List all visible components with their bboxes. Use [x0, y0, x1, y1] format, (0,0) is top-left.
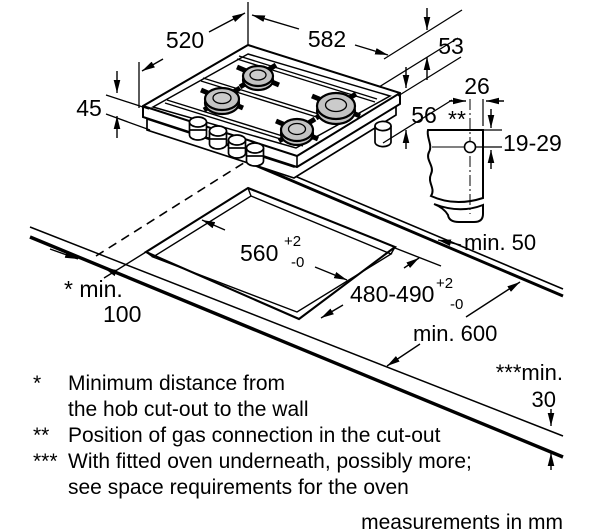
- control-knobs: [188, 116, 265, 167]
- note-marker: *: [33, 372, 41, 395]
- knob: [227, 134, 247, 159]
- burner-front: [279, 117, 315, 147]
- burner-back: [241, 64, 275, 92]
- knob: [245, 142, 265, 167]
- dimension-labels: 520 582 53 45 56 ** 26 19-29 560 +2 -0 4…: [64, 26, 563, 412]
- burner-left: [203, 86, 241, 116]
- dim-480-490-label: 480-490: [350, 281, 434, 307]
- gas-pipe-stub: [374, 120, 392, 148]
- profile-lower: [433, 203, 484, 223]
- note-line: the hob cut-out to the wall: [68, 398, 309, 421]
- note-marker: **: [33, 424, 49, 447]
- measurements-unit-label: measurements in mm: [361, 511, 563, 532]
- worktop-rear-edge-bottom: [221, 149, 564, 298]
- dim-53-label: 53: [438, 33, 464, 59]
- note-marker: ***: [33, 450, 58, 473]
- knob: [208, 125, 228, 150]
- dim-582-label: 582: [308, 26, 346, 52]
- dim-480-490-tol-plus: +2: [436, 275, 453, 292]
- note-line: Minimum distance from: [68, 372, 285, 395]
- dim-56-label: 56: [411, 102, 437, 128]
- min-depth-label: min. 600: [413, 321, 497, 346]
- burners: [203, 64, 357, 147]
- dim-19-29-label: 19-29: [503, 130, 562, 156]
- dim-45-label: 45: [76, 95, 102, 121]
- gas-connection-detail: [426, 99, 502, 223]
- gas-connection-point: [463, 140, 477, 154]
- note-line: Position of gas connection in the cut-ou…: [68, 424, 441, 447]
- gas-marker-label: **: [448, 106, 466, 132]
- hob-drawing: [142, 43, 401, 179]
- dim-560-label: 560: [240, 240, 278, 266]
- min-side-label-line2: 100: [103, 301, 141, 327]
- knob: [188, 116, 208, 141]
- dim-520-label: 520: [166, 27, 204, 53]
- dim-26-label: 26: [464, 73, 490, 99]
- cutout-front-extension-line: [29, 226, 564, 437]
- note-line: see space requirements for the oven: [68, 476, 409, 499]
- cutout-rear-extension-line: [394, 247, 442, 267]
- min-side-label-line1: * min.: [64, 276, 123, 302]
- burner-right: [315, 91, 357, 126]
- min-front-label-line1: ***min.: [496, 360, 563, 385]
- min-front-label-line2: 30: [532, 387, 556, 412]
- extension-lines: [105, 2, 463, 144]
- cutout-left-extension-line: [103, 251, 147, 279]
- dimension-arrows: [49, 8, 555, 470]
- note-line: With fitted oven underneath, possibly mo…: [68, 450, 472, 473]
- wall-dashed-line: [95, 158, 251, 257]
- dim-560-tol-minus: -0: [291, 254, 304, 271]
- profile-upper: [426, 129, 484, 203]
- dim-560-tol-plus: +2: [284, 233, 301, 250]
- footnotes: * Minimum distance from the hob cut-out …: [33, 372, 563, 532]
- dim-480-490-tol-minus: -0: [450, 296, 463, 313]
- cutout-outline: [143, 186, 398, 321]
- hob-inner-rim: [151, 53, 392, 149]
- min-rear-label: min. 50: [464, 230, 536, 255]
